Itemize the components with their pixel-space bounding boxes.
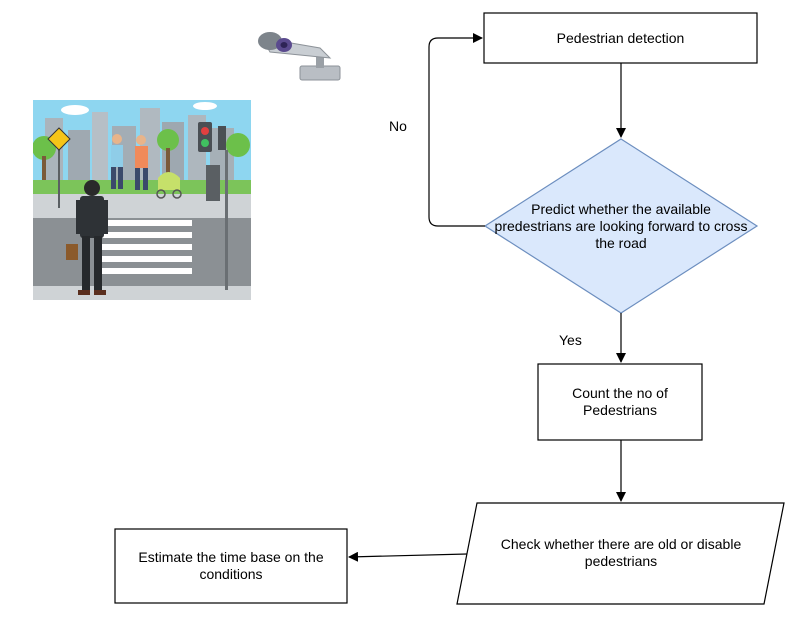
estimate-time-box [114, 528, 348, 604]
edge-check-to-estimate [348, 551, 468, 562]
edge-label-no: No [389, 118, 407, 134]
pedestrian-crossing-scene [33, 100, 251, 300]
pedestrian-detection-box [483, 12, 758, 64]
predict-decision-label: Predict whether the available predestria… [494, 200, 748, 251]
estimate-time-label: Estimate the time base on the conditions [138, 549, 324, 582]
count-pedestrians-label: Count the no of Pedestrians [572, 385, 668, 418]
check-parallelogram [456, 502, 785, 605]
count-pedestrians-box [537, 363, 703, 441]
cctv-camera-icon [258, 32, 341, 81]
edge-predict-no-loop [428, 33, 485, 227]
check-old-disabled-label: Check whether there are old or disable p… [500, 536, 742, 569]
edge-label-yes: Yes [559, 332, 582, 348]
pedestrian-detection-label: Pedestrian detection [556, 29, 685, 46]
